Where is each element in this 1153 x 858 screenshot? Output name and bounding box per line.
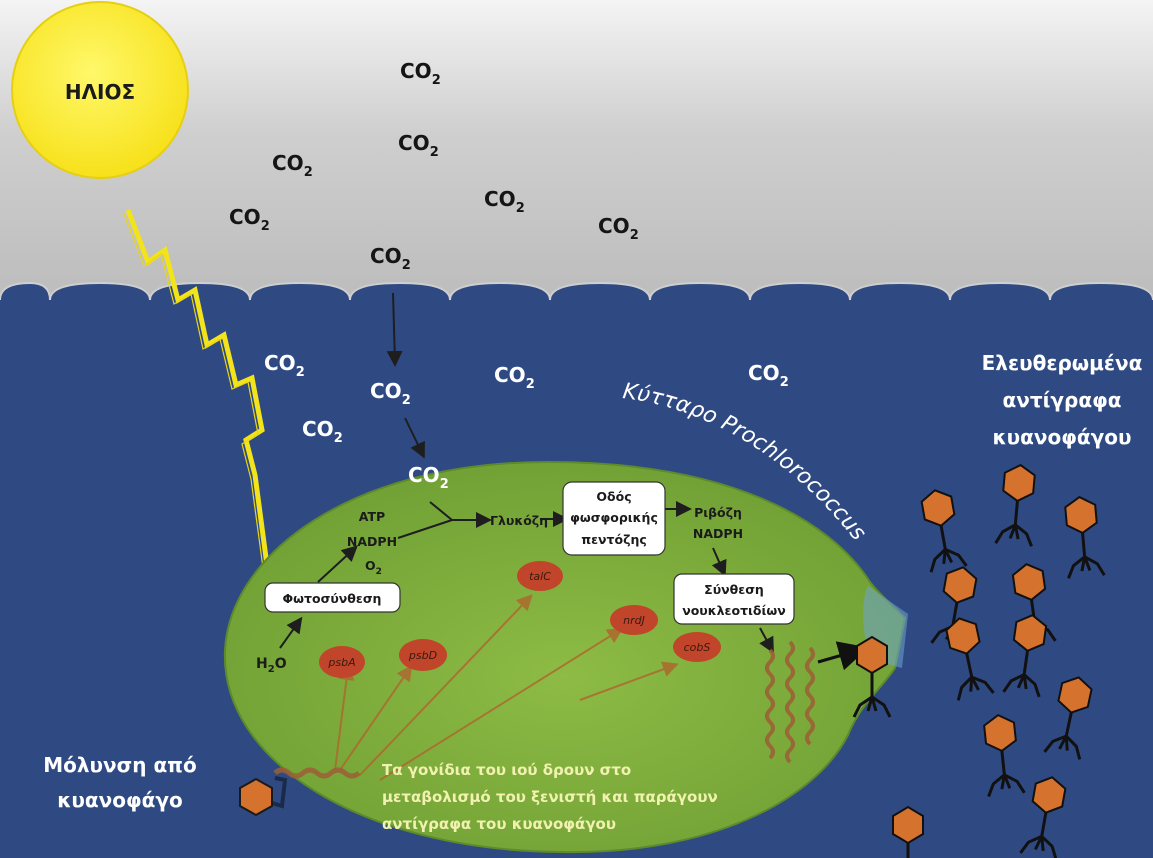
nucleotide-synthesis-box (673, 573, 795, 625)
svg-text:CO2: CO2 (398, 131, 439, 160)
gene-nrdJ: nrdJ (610, 605, 658, 635)
ribose-to-nucleotide-arrow (711, 547, 727, 577)
water-to-photosynthesis-arrow (279, 616, 303, 649)
svg-text:nrdJ: nrdJ (623, 614, 645, 627)
gene-psbD: psbD (399, 639, 447, 671)
svg-text:CO2: CO2 (302, 417, 343, 446)
released-phages (852, 463, 1106, 858)
gene-expression-arrows (334, 594, 679, 781)
sun (11, 1, 189, 179)
svg-text:talC: talC (529, 570, 551, 583)
co2-sky-1: CO2 (400, 59, 441, 88)
virus-note-line-2: μεταβολισμό του ξενιστή και παράγουν (382, 788, 718, 806)
released-phage (930, 566, 978, 650)
co2-sky-6: CO2 (598, 214, 639, 243)
gene-psbA: psbA (319, 646, 365, 678)
wave-edge (0, 281, 1153, 301)
ribose-nadph-label: NADPH (693, 526, 743, 541)
photosynthesis-label: Φωτοσύνθεση (283, 591, 382, 606)
virus-note-line-1: Τα γονίδια του ιού δρουν στο (382, 761, 631, 779)
co2-sky-3: CO2 (272, 151, 313, 180)
gene-cobS: cobS (673, 632, 721, 662)
svg-text:CO2: CO2 (370, 244, 411, 273)
nadph-label: NADPH (347, 534, 397, 549)
svg-text:CO2: CO2 (229, 205, 270, 234)
nucleotide-line-2: νουκλεοτιδίων (682, 603, 786, 618)
co2-sea-5: CO2 (302, 417, 343, 446)
released-phage (983, 713, 1026, 798)
svg-text:CO2: CO2 (400, 59, 441, 88)
pentose-pathway-box (562, 481, 666, 556)
released-label-line-2: αντίγραφα (1003, 388, 1122, 412)
svg-text:CO2: CO2 (370, 379, 411, 408)
svg-text:CO2: CO2 (598, 214, 639, 243)
co2-sky-5: CO2 (484, 187, 525, 216)
sunlight-bolt-shade (123, 213, 267, 591)
co2-sea-3: CO2 (494, 363, 535, 392)
released-label-line-3: κυανοφάγου (992, 425, 1131, 449)
co2-sea-2: CO2 (370, 379, 411, 408)
infecting-phage (239, 776, 288, 817)
svg-text:CO2: CO2 (408, 463, 449, 492)
co2-cell: CO2 (408, 463, 449, 492)
nucleotide-to-dna-arrow (759, 627, 774, 654)
released-phage (1043, 676, 1093, 760)
co2-sky-4: CO2 (229, 205, 270, 234)
released-phage (1019, 776, 1067, 858)
prochlorococcus-cell (223, 460, 907, 854)
svg-text:CO2: CO2 (494, 363, 535, 392)
sunlight-bolt (125, 209, 273, 589)
replicated-dna (765, 640, 815, 764)
water-label: H2O (256, 656, 287, 675)
infection-label-line-1: Μόλυνση από (43, 753, 197, 777)
virus-note-line-3: αντίγραφα του κυανοφάγου (382, 815, 616, 833)
ribose-label: Ριβόζη (694, 505, 742, 520)
pentose-line-3: πεντόζης (581, 532, 647, 547)
nucleotide-line-1: Σύνθεση (704, 582, 764, 597)
co2-sky-7: CO2 (370, 244, 411, 273)
svg-text:CO2: CO2 (272, 151, 313, 180)
co2-flow-arrow-1 (386, 292, 403, 367)
svg-text:cobS: cobS (684, 641, 711, 654)
released-phage (945, 617, 995, 701)
o2-label: O2 (365, 558, 382, 577)
released-phage (994, 463, 1036, 547)
co2-flow-arrow-2 (404, 417, 425, 459)
atmosphere-background (0, 0, 1153, 330)
photosynthesis-to-atp-arrow (317, 545, 358, 583)
sun-label: ΗΛΙΟΣ (65, 80, 135, 104)
pentose-line-2: φωσφορικής (570, 510, 658, 525)
released-phage (920, 489, 968, 573)
dna-to-phage-arrow (817, 641, 869, 671)
photosynthesis-box (264, 582, 401, 613)
released-phage (852, 635, 892, 718)
co2-sky-2: CO2 (398, 131, 439, 160)
infection-label-line-2: κυανοφάγο (57, 788, 183, 812)
co2-sea-4: CO2 (748, 361, 789, 390)
gene-talC: talC (517, 561, 563, 591)
released-label-line-1: Ελευθερωμένα (982, 351, 1143, 375)
svg-text:CO2: CO2 (748, 361, 789, 390)
svg-text:CO2: CO2 (264, 351, 305, 380)
svg-text:psbD: psbD (408, 649, 437, 662)
viral-dna (273, 767, 361, 779)
atp-join-arrow (397, 519, 453, 539)
svg-text:psbA: psbA (327, 656, 355, 669)
released-phage (1002, 614, 1048, 698)
atp-label: ATP (359, 509, 385, 524)
co2-sea-1: CO2 (264, 351, 305, 380)
svg-text:CO2: CO2 (484, 187, 525, 216)
released-phage (1064, 495, 1106, 579)
pentose-line-1: Οδός (596, 489, 631, 504)
glucose-label: Γλυκόζη (490, 513, 548, 528)
released-phage (892, 805, 924, 858)
